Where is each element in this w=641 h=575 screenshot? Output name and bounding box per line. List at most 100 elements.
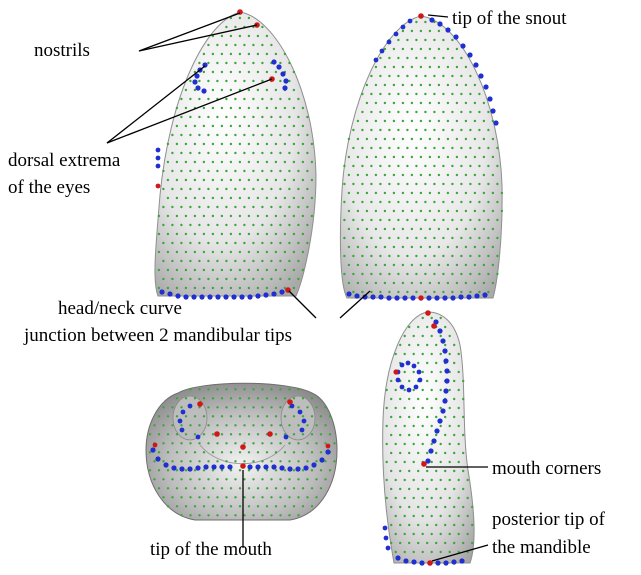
sample-dot [203, 505, 205, 507]
sample-dot [343, 183, 345, 185]
sample-dot [469, 75, 471, 77]
sample-dot [266, 487, 268, 489]
sample-dot [408, 434, 410, 436]
sample-dot [426, 506, 428, 508]
sample-dot [456, 138, 458, 140]
sample-dot [189, 424, 191, 426]
sample-dot [167, 415, 169, 417]
sample-dot [424, 201, 426, 203]
sample-dot [343, 255, 345, 257]
sample-dot [496, 201, 498, 203]
label-posterior-tip-line1: posterior tip of [492, 509, 606, 530]
sample-dot [203, 215, 205, 217]
sample-dot [422, 497, 424, 499]
sample-dot [279, 134, 281, 136]
sample-dot [478, 273, 480, 275]
sample-dot [216, 496, 218, 498]
sample-dot [306, 242, 308, 244]
sample-dot [384, 246, 386, 248]
sample-dot [288, 224, 290, 226]
sample-dot [424, 165, 426, 167]
sample-dot [456, 192, 458, 194]
curve-dot [437, 21, 442, 26]
sample-dot [411, 102, 413, 104]
sample-dot [279, 260, 281, 262]
sample-dot [234, 278, 236, 280]
sample-dot [453, 362, 455, 364]
sample-dot [440, 461, 442, 463]
sample-dot [413, 533, 415, 535]
landmark-dot [418, 13, 424, 19]
sample-dot [234, 80, 236, 82]
sample-dot [302, 433, 304, 435]
sample-dot [433, 75, 435, 77]
sample-dot [212, 433, 214, 435]
sample-dot [417, 362, 419, 364]
sample-dot [225, 98, 227, 100]
sample-dot [266, 143, 268, 145]
sample-dot [460, 183, 462, 185]
sample-dot [284, 215, 286, 217]
sample-dot [361, 183, 363, 185]
sample-dot [399, 524, 401, 526]
sample-dot [302, 451, 304, 453]
sample-dot [483, 156, 485, 158]
landmark-dot [197, 401, 203, 407]
sample-dot [411, 282, 413, 284]
sample-dot [447, 84, 449, 86]
sample-dot [257, 161, 259, 163]
sample-dot [162, 478, 164, 480]
sample-dot [462, 470, 464, 472]
sample-dot [357, 120, 359, 122]
sample-dot [465, 264, 467, 266]
sample-dot [234, 424, 236, 426]
sample-dot [357, 174, 359, 176]
curve-dot [386, 546, 391, 551]
sample-dot [297, 242, 299, 244]
sample-dot [384, 192, 386, 194]
sample-dot [293, 179, 295, 181]
sample-dot [158, 451, 160, 453]
curve-dot [431, 438, 436, 443]
sample-dot [194, 143, 196, 145]
sample-dot [411, 192, 413, 194]
sample-dot [225, 188, 227, 190]
sample-dot [375, 210, 377, 212]
sample-dot [171, 478, 173, 480]
curve-dot [466, 294, 471, 299]
sample-dot [411, 138, 413, 140]
curve-dot [195, 465, 200, 470]
sample-dot [230, 287, 232, 289]
sample-dot [442, 39, 444, 41]
curve-dot [407, 388, 412, 393]
sample-dot [234, 514, 236, 516]
sample-dot [384, 138, 386, 140]
sample-dot [438, 138, 440, 140]
sample-dot [297, 442, 299, 444]
sample-dot [442, 255, 444, 257]
sample-dot [239, 197, 241, 199]
sample-dot [352, 165, 354, 167]
sample-dot [438, 174, 440, 176]
sample-dot [444, 416, 446, 418]
sample-dot [212, 107, 214, 109]
sample-dot [393, 156, 395, 158]
sample-dot [270, 44, 272, 46]
sample-dot [270, 496, 272, 498]
sample-dot [444, 434, 446, 436]
sample-dot [449, 425, 451, 427]
sample-dot [379, 111, 381, 113]
sample-dot [413, 515, 415, 517]
sample-dot [257, 287, 259, 289]
sample-dot [426, 542, 428, 544]
sample-dot [422, 389, 424, 391]
curve-dot [401, 25, 406, 30]
sample-dot [397, 111, 399, 113]
sample-dot [261, 478, 263, 480]
curve-dot [284, 435, 289, 440]
sample-dot [397, 273, 399, 275]
sample-dot [270, 278, 272, 280]
sample-dot [198, 442, 200, 444]
sample-dot [302, 125, 304, 127]
sample-dot [261, 98, 263, 100]
